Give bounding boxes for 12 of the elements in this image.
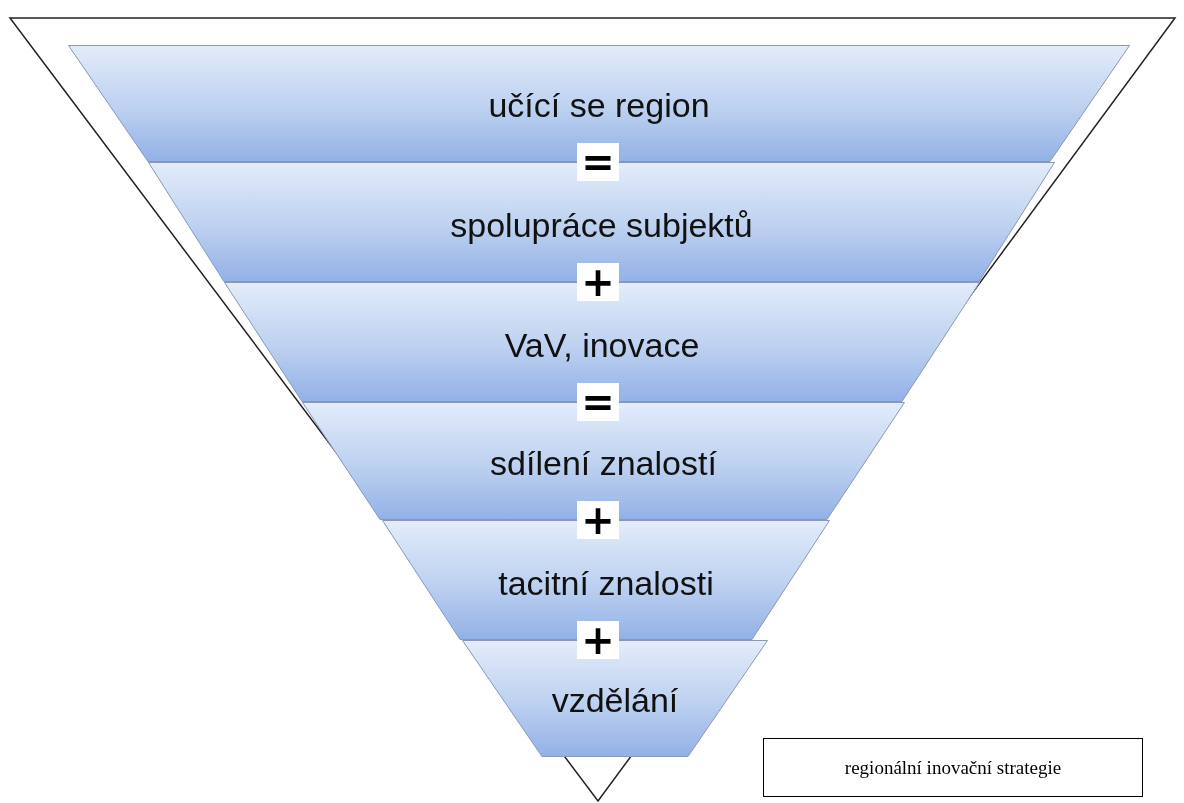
- operator-sign: +: [577, 501, 619, 539]
- operator-sign: +: [577, 263, 619, 301]
- layer-label: vzdělání: [550, 681, 680, 720]
- layer-label: učící se region: [487, 86, 711, 125]
- layer-label: VaV, inovace: [503, 326, 701, 365]
- layer-label: spolupráce subjektů: [449, 206, 754, 245]
- layer-label: sdílení znalostí: [489, 444, 718, 483]
- layer-label: tacitní znalosti: [497, 564, 715, 603]
- operator-sign: =: [577, 383, 619, 421]
- note-box: regionální inovační strategie: [763, 738, 1143, 797]
- operator-sign: =: [577, 143, 619, 181]
- operator-sign: +: [577, 621, 619, 659]
